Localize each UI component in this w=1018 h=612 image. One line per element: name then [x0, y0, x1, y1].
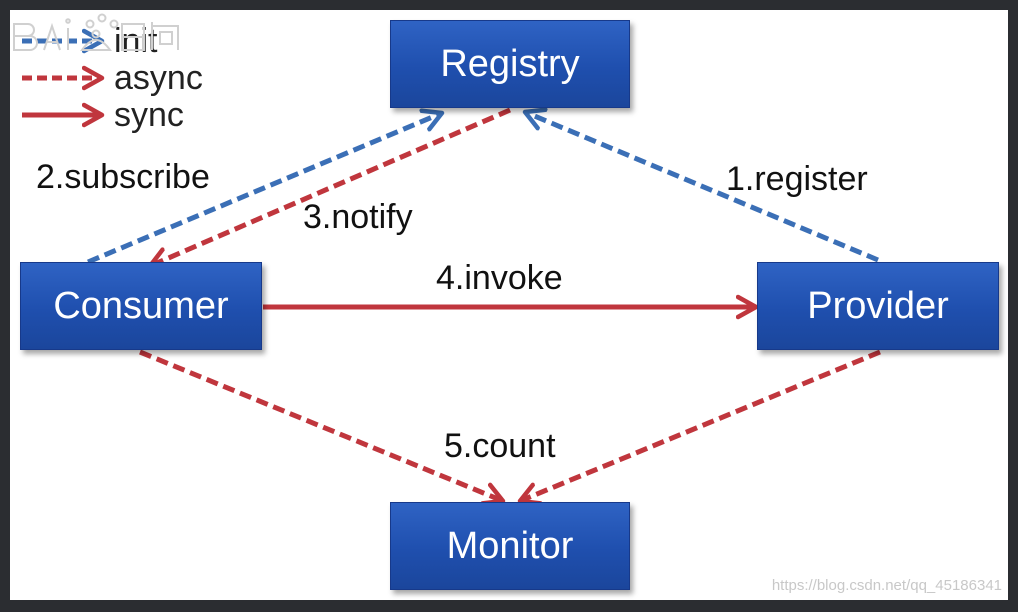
node-provider: Provider	[757, 262, 999, 350]
edge-label-notify: 3.notify	[303, 198, 413, 236]
node-provider-label: Provider	[807, 284, 949, 327]
edge-label-register: 1.register	[726, 160, 868, 198]
edge-label-subscribe: 2.subscribe	[36, 158, 210, 196]
node-monitor: Monitor	[390, 502, 630, 590]
edge-label-invoke: 4.invoke	[436, 259, 563, 297]
edge-subscribe	[87, 113, 442, 265]
edge-count-consumer	[139, 349, 503, 501]
node-consumer: Consumer	[20, 262, 262, 350]
diagram-edges	[22, 10, 881, 600]
legend-async-label: async	[114, 59, 203, 97]
node-consumer-label: Consumer	[53, 284, 229, 327]
edge-notify	[150, 107, 511, 266]
edge-register	[525, 112, 879, 263]
node-monitor-label: Monitor	[446, 524, 574, 567]
node-registry-label: Registry	[440, 42, 580, 85]
edge-label-count: 5.count	[444, 427, 556, 465]
watermark-url: https://blog.csdn.net/qq_45186341	[771, 577, 1002, 594]
legend-sync-label: sync	[114, 96, 184, 134]
diagram-canvas: init async sync Registry Consumer Provid…	[10, 10, 1008, 600]
baidu-watermark-logo	[13, 13, 179, 51]
node-registry: Registry	[390, 20, 630, 108]
edge-count-provider	[520, 349, 881, 501]
